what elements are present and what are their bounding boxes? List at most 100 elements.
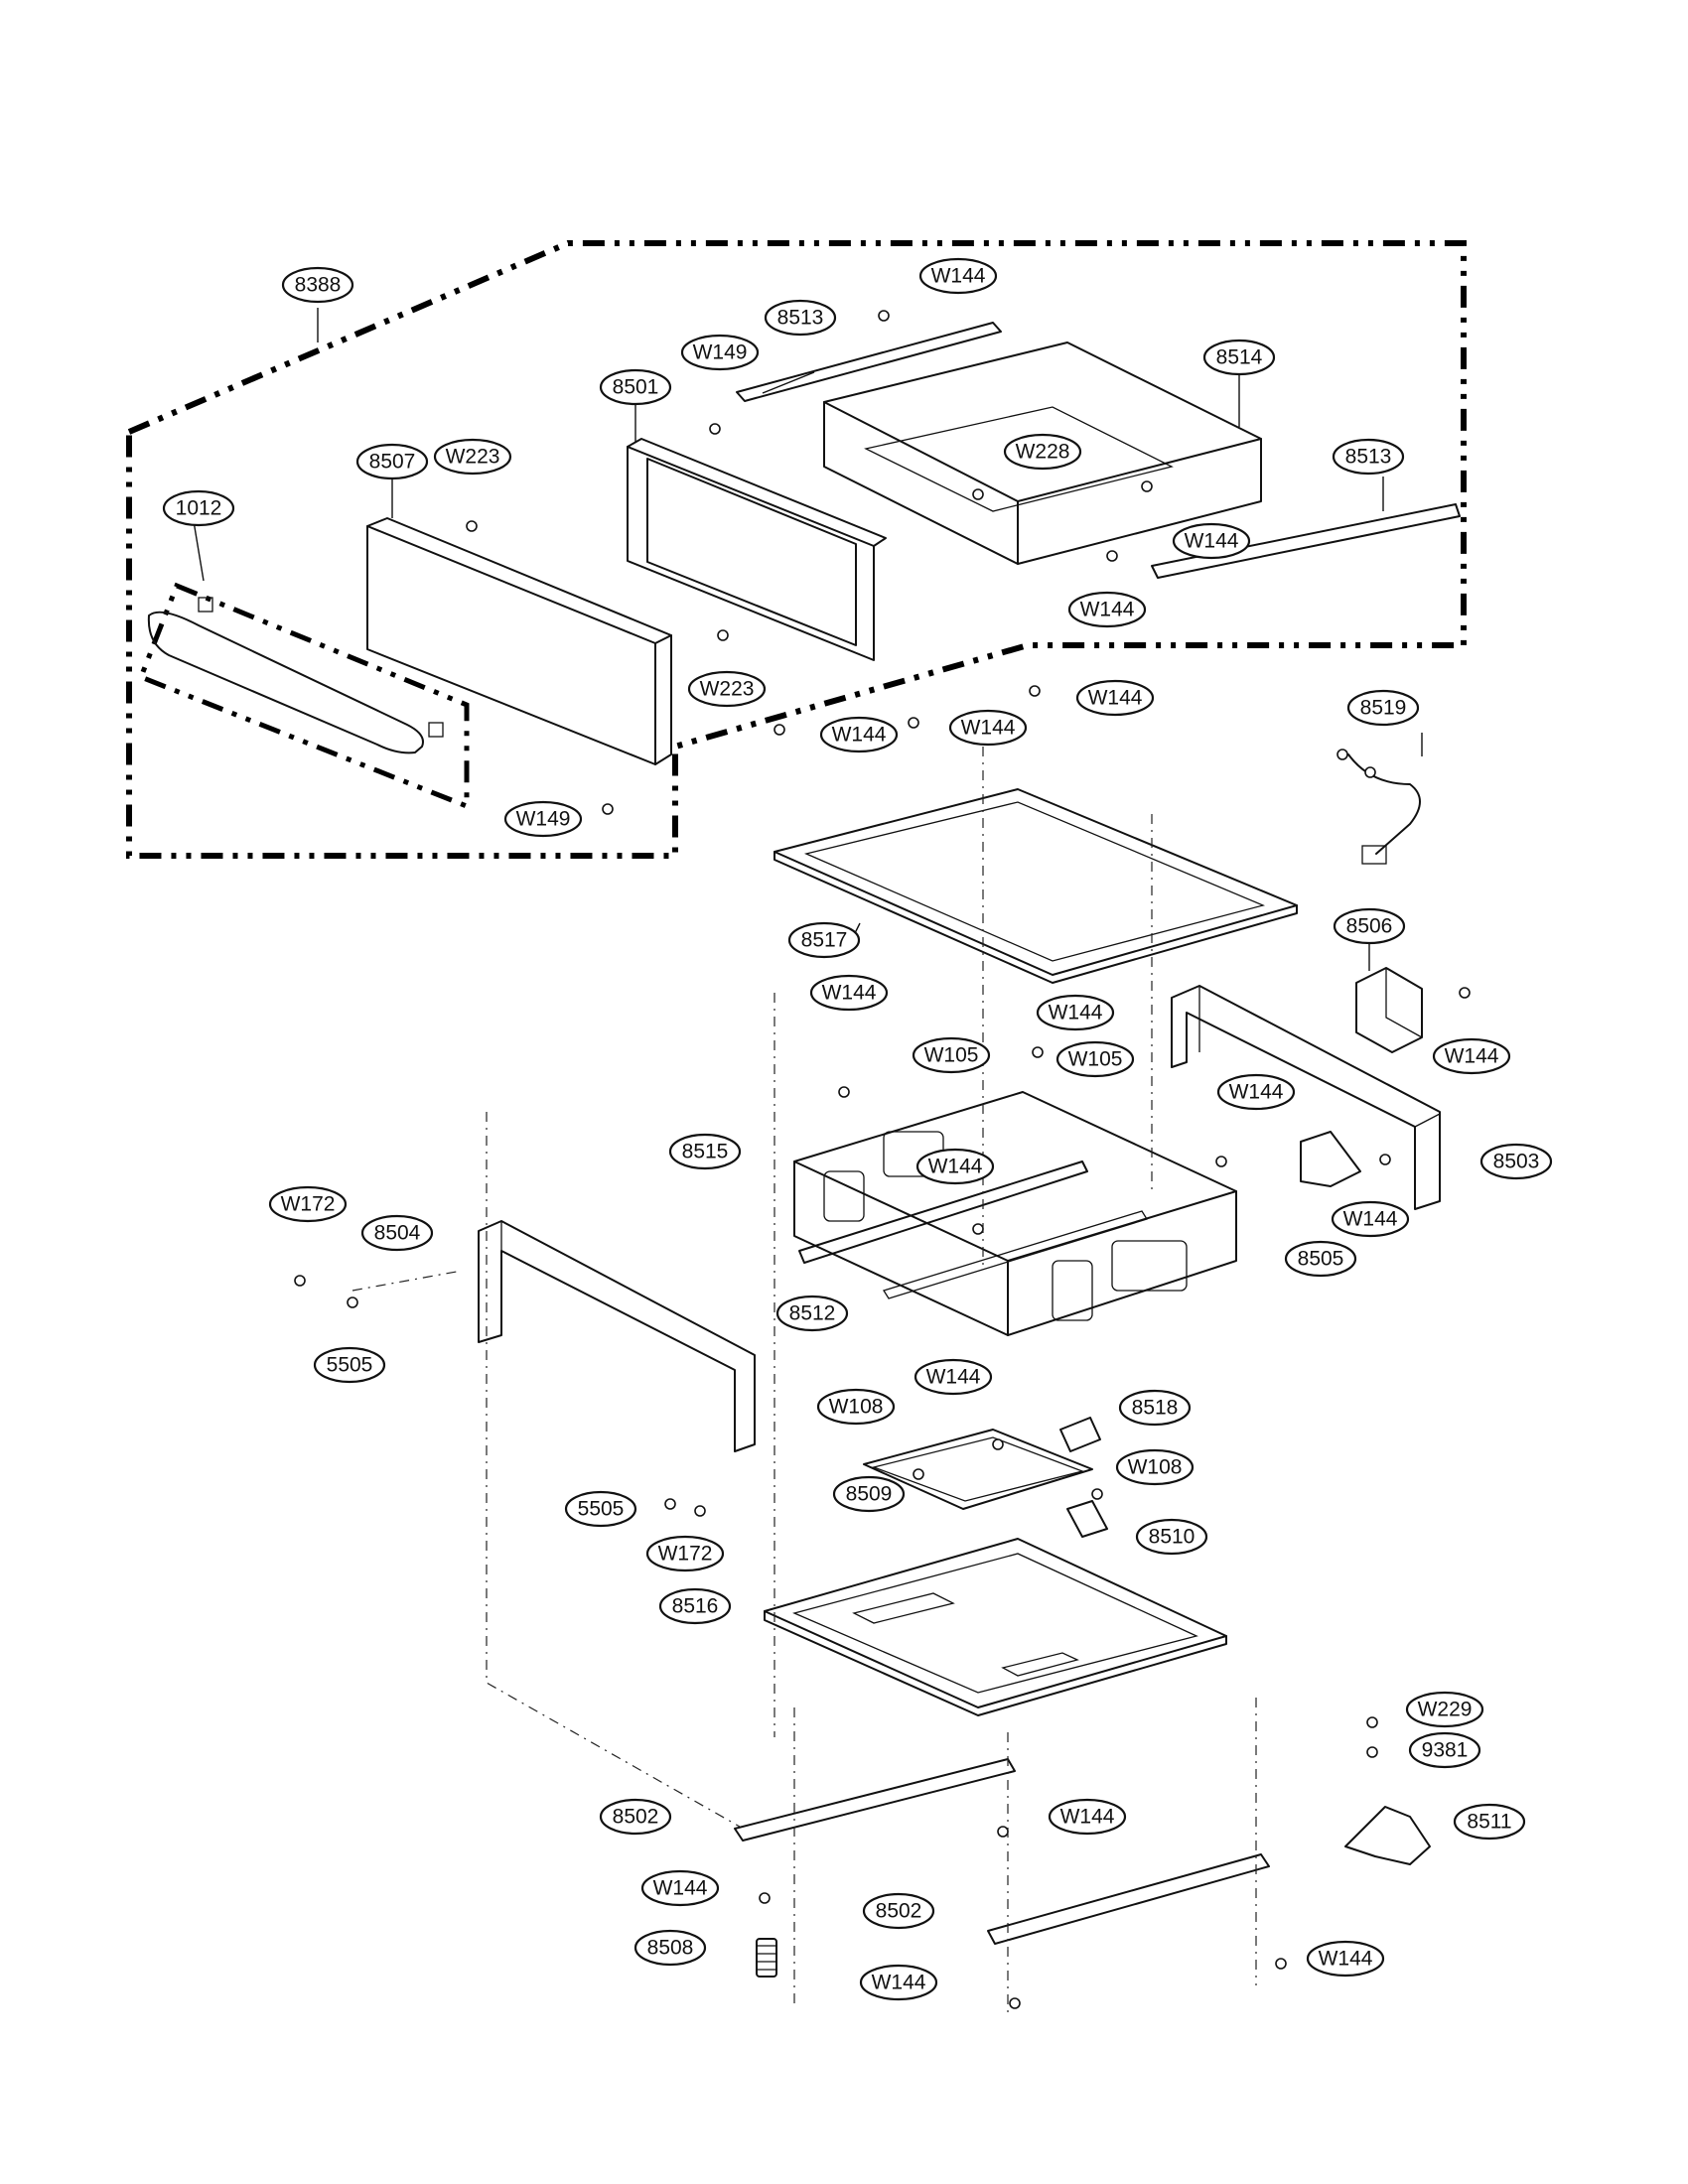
callout-label: 8503: [1493, 1151, 1540, 1173]
callout-label: 8388: [295, 274, 342, 297]
callout-label: W144: [1080, 599, 1135, 621]
callout-w144: W144: [915, 1148, 995, 1185]
part-8507-drawer-front: [366, 517, 672, 765]
callout-8513: 8513: [764, 299, 837, 337]
callout-5505: 5505: [564, 1490, 637, 1528]
part-8505-cover: [1300, 1131, 1361, 1187]
callout-w105: W105: [912, 1036, 991, 1074]
callout-label: W144: [832, 724, 887, 747]
part-8508-leveling-leg: [756, 1938, 777, 1978]
callout-label: 8508: [647, 1937, 694, 1960]
part-8503-right-frame: [1171, 985, 1441, 1210]
callout-w144: W144: [819, 716, 899, 753]
callout-label: W144: [822, 982, 877, 1005]
callout-9381: 9381: [1408, 1731, 1481, 1769]
callout-w144: W144: [1306, 1940, 1385, 1978]
callout-w144: W144: [1216, 1073, 1296, 1111]
callout-label: W223: [446, 446, 500, 469]
callout-label: 8506: [1346, 915, 1393, 938]
part-8519-wire-harness: [1336, 749, 1421, 865]
callout-label: W105: [924, 1044, 979, 1067]
callout-w144: W144: [859, 1964, 938, 2001]
part-8501-drawer-frame: [627, 438, 887, 661]
callout-8511: 8511: [1453, 1803, 1526, 1841]
screw-set: [294, 310, 1471, 2009]
callout-label: W149: [693, 341, 748, 364]
part-8516-bottom-pan: [764, 1538, 1227, 1716]
callout-w105: W105: [1055, 1040, 1135, 1078]
callout-8503: 8503: [1479, 1143, 1553, 1180]
callout-w223: W223: [433, 438, 512, 476]
callout-label: W144: [1049, 1002, 1103, 1024]
callout-label: 8502: [876, 1900, 922, 1923]
callout-8518: 8518: [1118, 1389, 1192, 1427]
callout-label: W144: [1445, 1045, 1499, 1068]
callout-w144: W144: [1432, 1037, 1511, 1075]
callout-w108: W108: [816, 1388, 896, 1426]
callout-w144: W144: [809, 974, 889, 1012]
callout-label: 8513: [777, 307, 824, 330]
part-8502-rails: [734, 1758, 1270, 1945]
callout-label: 8505: [1298, 1248, 1344, 1271]
callout-label: 5505: [327, 1354, 373, 1377]
callout-8502: 8502: [599, 1798, 672, 1836]
callout-8509: 8509: [832, 1475, 906, 1513]
callout-8505: 8505: [1284, 1240, 1357, 1278]
callout-8502: 8502: [862, 1892, 935, 1930]
callout-label: 8516: [672, 1595, 719, 1618]
callout-w172: W172: [268, 1185, 348, 1223]
callout-8514: 8514: [1202, 339, 1276, 376]
callout-8517: 8517: [787, 921, 861, 959]
part-8513-rails: [736, 322, 1461, 579]
callout-label: W223: [700, 678, 755, 701]
part-8515-chassis: [793, 1091, 1237, 1336]
callout-label: 8511: [1467, 1811, 1511, 1834]
part-8510-sensor: [1066, 1500, 1108, 1538]
callout-label: 8501: [613, 376, 659, 399]
part-8518-terminal: [1059, 1417, 1101, 1452]
callout-label: W229: [1418, 1699, 1473, 1721]
part-8504-left-frame: [478, 1220, 756, 1452]
callout-w108: W108: [1115, 1448, 1195, 1486]
callout-label: W144: [1185, 530, 1239, 553]
callout-label: W172: [281, 1193, 336, 1216]
callout-label: W144: [1319, 1948, 1373, 1971]
callout-label: W144: [931, 265, 986, 288]
callout-label: 8519: [1360, 697, 1407, 720]
callout-8388: 8388: [281, 266, 354, 304]
callout-w229: W229: [1405, 1691, 1484, 1728]
part-8509-heater: [863, 1429, 1093, 1510]
callout-label: 8507: [369, 451, 416, 474]
callout-8504: 8504: [360, 1214, 434, 1252]
callout-label: W144: [653, 1877, 708, 1900]
part-8511-bracket: [1344, 1806, 1431, 1865]
callout-label: W144: [928, 1156, 983, 1178]
callout-label: W144: [1088, 687, 1143, 710]
callout-label: 8514: [1216, 346, 1263, 369]
callout-label: 8513: [1345, 446, 1392, 469]
callout-8506: 8506: [1333, 907, 1406, 945]
callout-label: W108: [1128, 1456, 1183, 1479]
callout-w144: W144: [914, 1358, 993, 1396]
callout-label: 9381: [1422, 1739, 1469, 1762]
callout-8516: 8516: [658, 1587, 732, 1625]
part-8506-bracket: [1355, 967, 1423, 1053]
callout-label: W144: [926, 1366, 981, 1389]
callout-label: W172: [658, 1543, 713, 1566]
callout-w144: W144: [1067, 591, 1147, 628]
callout-w144: W144: [640, 1869, 720, 1907]
callout-label: 1012: [176, 497, 222, 520]
callout-8512: 8512: [775, 1295, 849, 1332]
callout-label: W144: [1343, 1208, 1398, 1231]
callout-label: 8517: [801, 929, 848, 952]
part-8512-strip: [798, 1160, 1148, 1299]
callout-label: 8504: [374, 1222, 421, 1245]
callout-8507: 8507: [355, 443, 429, 480]
assembly-guide-lines: [352, 747, 1257, 2015]
callout-label: W108: [829, 1396, 884, 1419]
callout-label: W144: [1229, 1081, 1284, 1104]
part-8517-top-plate: [774, 788, 1298, 984]
callout-8508: 8508: [633, 1929, 707, 1967]
callout-w144: W144: [1331, 1200, 1410, 1238]
